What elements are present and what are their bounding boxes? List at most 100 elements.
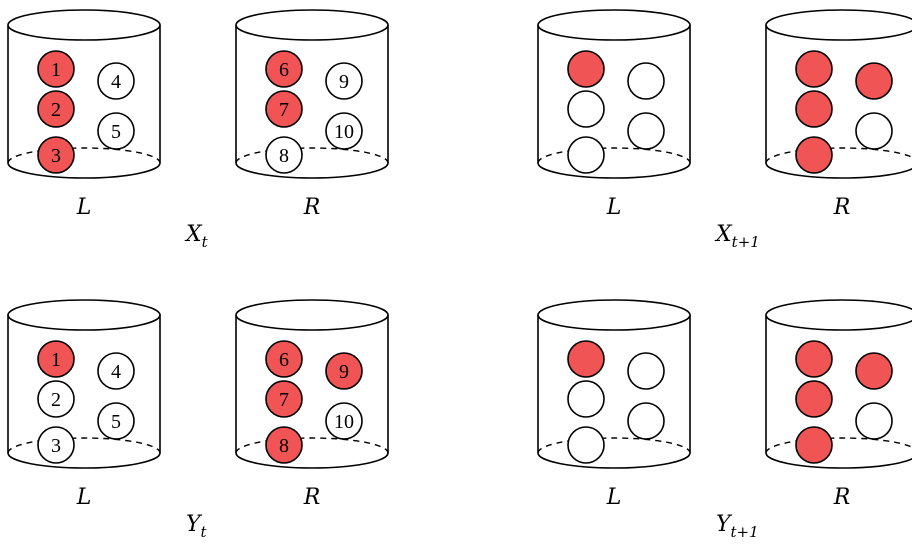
ball-number: 2 (51, 389, 61, 411)
urn-label: L (606, 195, 622, 220)
urn-bottom-back-rim (235, 437, 389, 454)
ball-3: 3 (37, 426, 75, 464)
ball-empty (627, 352, 665, 390)
urn-l: L (537, 299, 691, 510)
state-subscript: t (201, 523, 208, 541)
ball-number: 5 (111, 121, 121, 143)
urn-body (235, 315, 389, 469)
urn-top-rim (537, 299, 691, 331)
ball (795, 50, 833, 88)
urn-body (537, 315, 691, 469)
urn-body (7, 25, 161, 179)
ball-filled (37, 90, 75, 128)
urn-l: L (537, 9, 691, 220)
ball-5: 5 (97, 402, 135, 440)
ball-2: 2 (37, 90, 75, 128)
ball (795, 136, 833, 174)
ball-number: 1 (51, 349, 61, 371)
ball-empty (627, 112, 665, 150)
state-label: Yt+1 (716, 512, 759, 541)
ball-number: 10 (334, 121, 354, 143)
ball-filled (265, 340, 303, 378)
ball-number: 9 (339, 361, 349, 383)
state-label: Yt (186, 512, 208, 541)
ball (855, 402, 893, 440)
urn-top-rim (537, 9, 691, 41)
ball-7: 7 (265, 380, 303, 418)
ball-filled (265, 90, 303, 128)
ball-1: 1 (37, 340, 75, 378)
ball-number: 3 (51, 145, 61, 167)
ball (855, 62, 893, 100)
ball (627, 402, 665, 440)
ball-empty (325, 62, 363, 100)
urn-top-rim (235, 9, 389, 41)
urn-bottom-back-rim (765, 437, 912, 454)
ball-empty (627, 62, 665, 100)
ball-4: 4 (97, 62, 135, 100)
urn-top-rim (7, 9, 161, 41)
urn-body (765, 25, 912, 179)
urn-label: L (606, 485, 622, 510)
urn-top-rim (235, 299, 389, 331)
ball-empty (567, 380, 605, 418)
ball (567, 50, 605, 88)
ball (567, 380, 605, 418)
urn-l: 1 2 3 4 5L (7, 299, 161, 510)
urn-bottom-back-rim (7, 437, 161, 454)
state-subscript: t+1 (731, 523, 759, 541)
urn-r: R (765, 299, 912, 510)
ball (855, 352, 893, 390)
ball-8: 8 (265, 426, 303, 464)
ball-6: 6 (265, 50, 303, 88)
state-subscript: t+1 (732, 233, 760, 251)
urn-r: R (765, 9, 912, 220)
urn-body (235, 25, 389, 179)
ball (627, 112, 665, 150)
ball-filled (265, 426, 303, 464)
ball-number: 4 (111, 361, 121, 383)
ball-filled (37, 340, 75, 378)
ball-filled (567, 340, 605, 378)
ball-filled (795, 340, 833, 378)
ball-number: 9 (339, 71, 349, 93)
ball (567, 426, 605, 464)
urn-l: 1 2 3 4 5L (7, 9, 161, 220)
ball-filled (855, 62, 893, 100)
ball (795, 90, 833, 128)
ball-10: 10 (325, 402, 363, 440)
ball-number: 1 (51, 59, 61, 81)
ball-filled (37, 136, 75, 174)
ball-filled (795, 90, 833, 128)
ball-5: 5 (97, 112, 135, 150)
ball-number: 7 (279, 389, 289, 411)
ball-empty (627, 402, 665, 440)
ball-number: 7 (279, 99, 289, 121)
urn-label: L (76, 485, 92, 510)
ball-number: 3 (51, 435, 61, 457)
ball-number: 2 (51, 99, 61, 121)
panel-y-t-plus-1: L R Yt+1 (537, 299, 912, 541)
urn-label: R (303, 485, 321, 510)
ball-number: 8 (279, 435, 289, 457)
urn-label: L (76, 195, 92, 220)
state-subscript: t (202, 233, 209, 251)
ball-2: 2 (37, 380, 75, 418)
ball-empty (855, 112, 893, 150)
ball-3: 3 (37, 136, 75, 174)
ball-empty (37, 426, 75, 464)
ball (567, 136, 605, 174)
ball-filled (795, 136, 833, 174)
ball-number: 10 (334, 411, 354, 433)
ball-empty (567, 136, 605, 174)
urn-label: R (833, 485, 851, 510)
urn-top-rim (765, 9, 912, 41)
ball (567, 90, 605, 128)
ball-empty (855, 402, 893, 440)
